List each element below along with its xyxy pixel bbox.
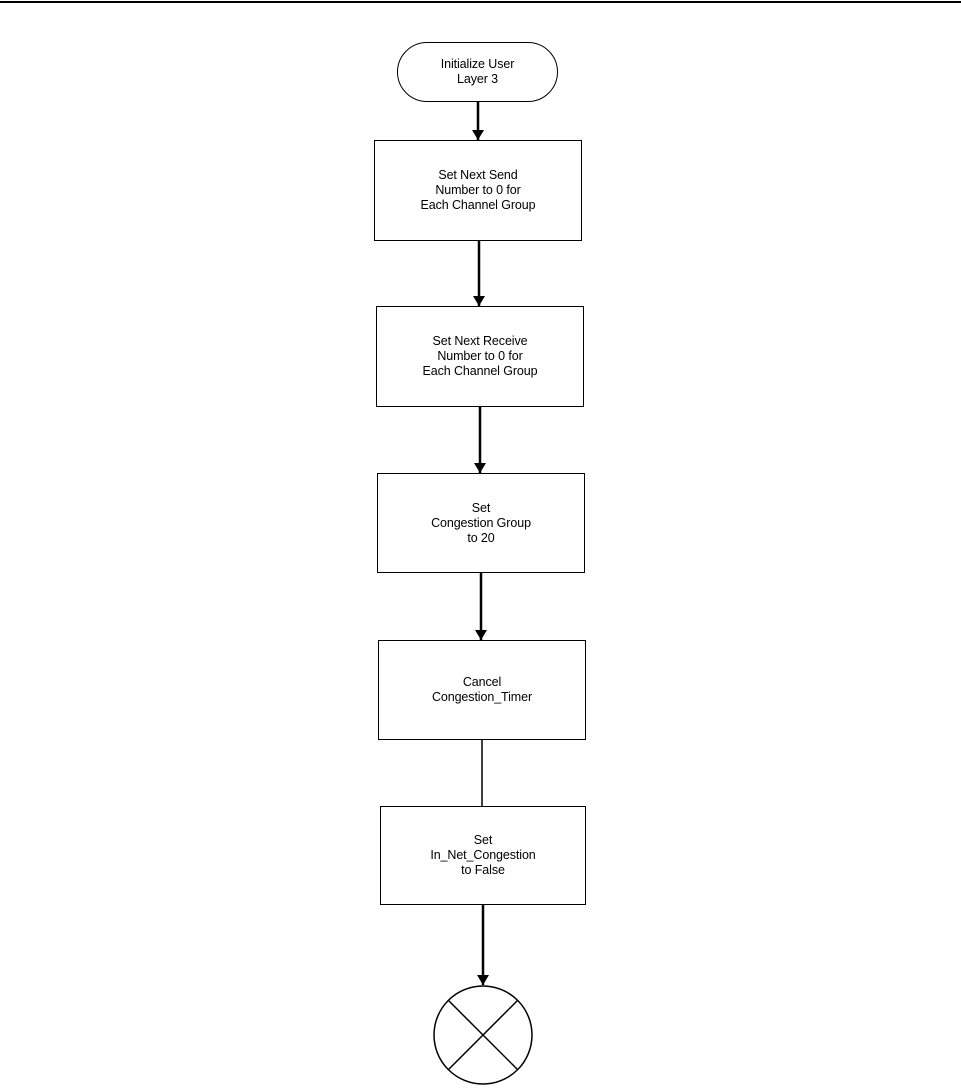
start-terminator: Initialize User Layer 3 [397, 42, 558, 102]
process-step-4-label: Cancel Congestion_Timer [431, 675, 533, 704]
process-step-5-label: Set In_Net_Congestion to False [430, 833, 536, 877]
process-step-3: Set Congestion Group to 20 [377, 473, 585, 573]
process-step-2: Set Next Receive Number to 0 for Each Ch… [376, 306, 584, 407]
page-top-rule [0, 1, 961, 3]
process-step-3-label: Set Congestion Group to 20 [431, 500, 531, 545]
process-step-4: Cancel Congestion_Timer [378, 640, 586, 740]
process-step-1-label: Set Next Send Number to 0 for Each Chann… [420, 168, 536, 212]
process-step-5: Set In_Net_Congestion to False [380, 806, 586, 905]
process-step-2-label: Set Next Receive Number to 0 for Each Ch… [422, 334, 538, 378]
start-terminator-label: Initialize User Layer 3 [440, 57, 515, 86]
process-step-1: Set Next Send Number to 0 for Each Chann… [374, 140, 582, 241]
end-connector-icon [433, 985, 533, 1085]
